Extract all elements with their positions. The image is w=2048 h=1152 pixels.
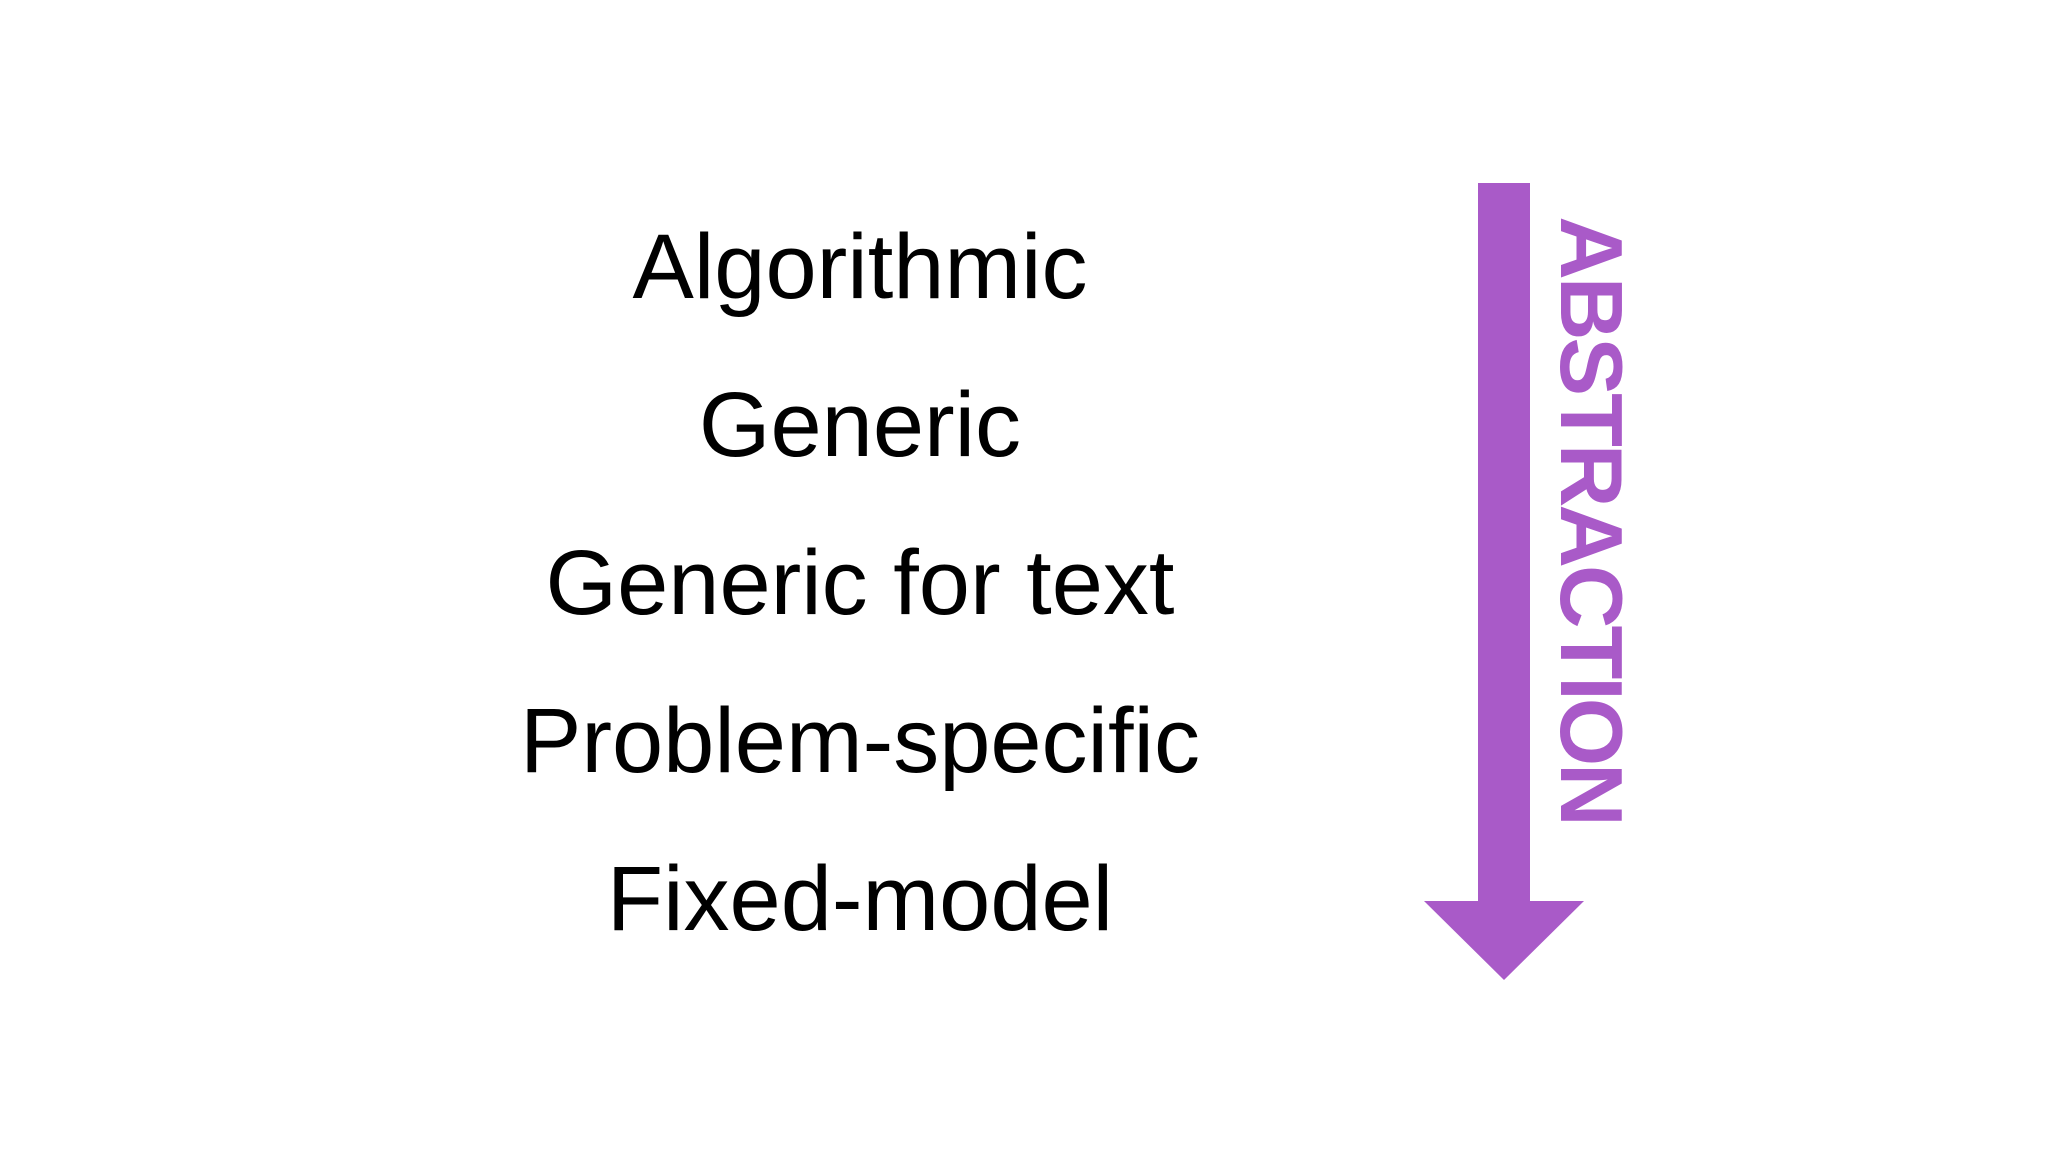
arrow-label: ABSTRACTION — [1542, 216, 1641, 824]
level-fixed-model: Fixed-model — [606, 848, 1114, 950]
arrow-shaft — [1478, 183, 1530, 910]
level-algorithmic: Algorithmic — [632, 216, 1088, 318]
level-problem-specific: Problem-specific — [520, 690, 1200, 792]
arrow-head — [1424, 901, 1584, 980]
down-arrow-icon — [1424, 183, 1584, 980]
abstraction-levels-list: Algorithmic Generic Generic for text Pro… — [460, 0, 1260, 1152]
level-generic-for-text: Generic for text — [545, 532, 1175, 634]
arrow-label-container: ABSTRACTION — [1536, 200, 1646, 840]
level-generic: Generic — [698, 374, 1022, 476]
